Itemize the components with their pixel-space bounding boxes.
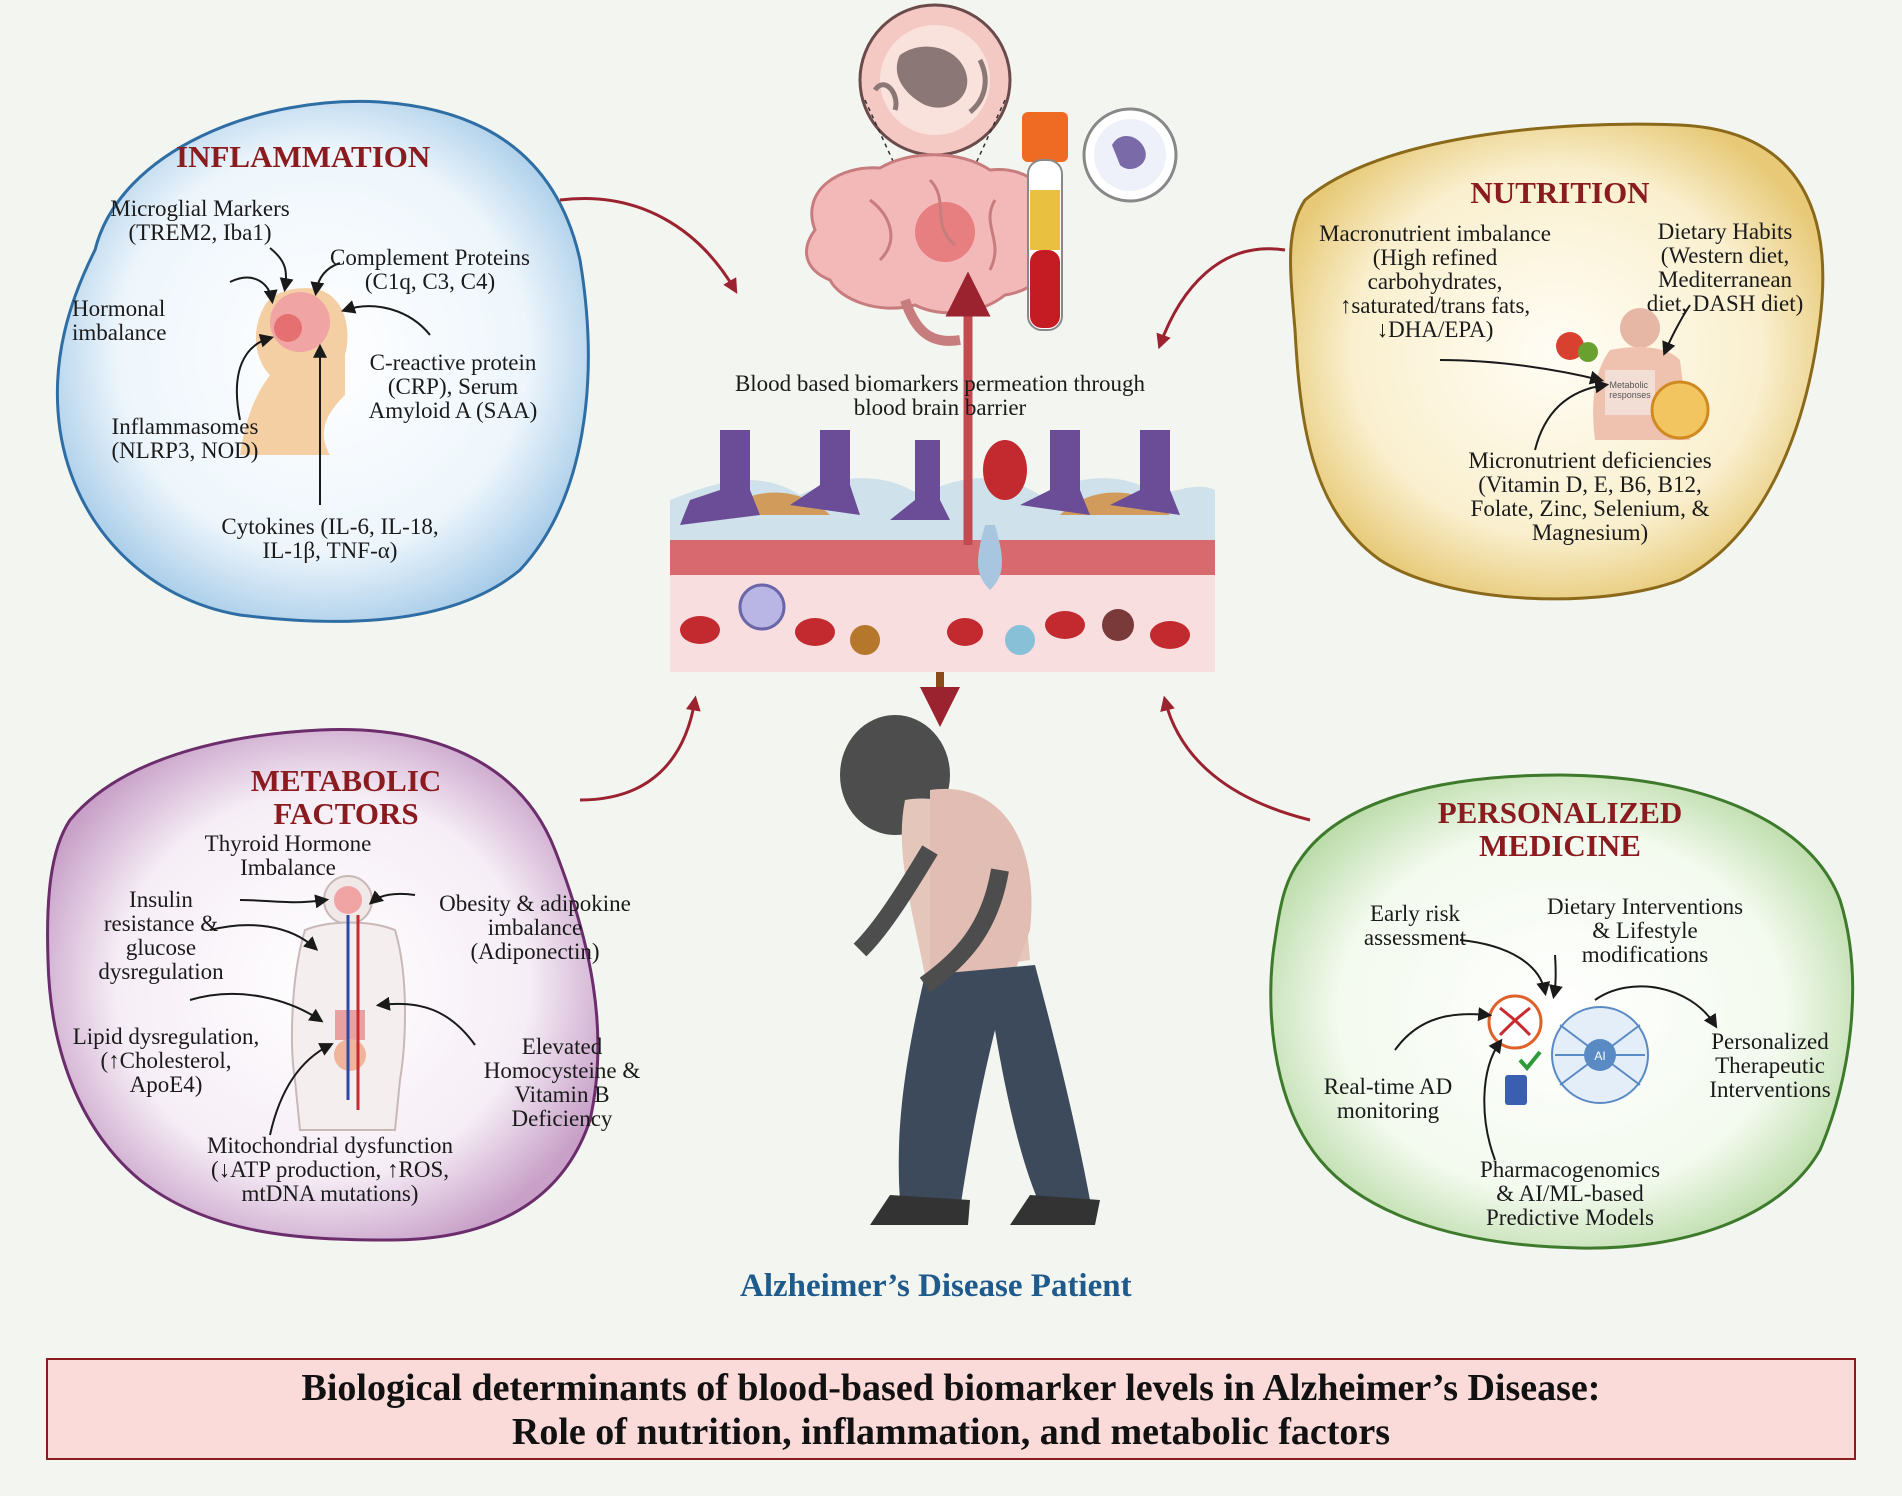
microscope-view — [1082, 107, 1178, 203]
arrow-metabolic-to-center — [579, 695, 701, 802]
label-dietary-habits: Dietary Habits(Western diet,Mediterranea… — [1646, 219, 1804, 316]
arrow-nutrition-to-center — [1156, 247, 1286, 350]
ai-badge: AI — [1594, 1049, 1605, 1063]
inflammation-title: INFLAMMATION — [176, 139, 431, 174]
responses-text: responses — [1609, 390, 1651, 400]
dna-target-icon — [1487, 994, 1543, 1050]
arrow-personalized-to-center — [1160, 695, 1311, 822]
label-bbb-permeation: Blood based biomarkers permeation throug… — [734, 371, 1146, 420]
label-complement-proteins: Complement Proteins(C1q, C3, C4) — [330, 245, 530, 294]
patient-label: Alzheimer’s Disease Patient — [740, 1268, 1132, 1304]
brain-illustration — [805, 153, 1059, 346]
brain-slice-illustration — [858, 3, 1012, 157]
label-mitochondrial: Mitochondrial dysfunction(↓ATP productio… — [207, 1133, 453, 1206]
personalized-panel — [1269, 773, 1855, 1250]
metabolic-body-illustration — [291, 875, 406, 1131]
ai-network-icon — [1551, 1006, 1649, 1104]
nutrition-panel — [1289, 122, 1825, 601]
caption-line-2: Role of nutrition, inflammation, and met… — [511, 1411, 1391, 1453]
label-inflammasomes: Inflammasomes(NLRP3, NOD) — [111, 414, 259, 463]
blood-tube-illustration — [1022, 112, 1068, 331]
arrow-inflammation-to-center — [559, 197, 738, 294]
caption-line-1: Biological determinants of blood-based b… — [301, 1367, 1601, 1409]
medicine-bottle-icon — [1505, 1050, 1542, 1105]
nutrition-body-illustration — [1556, 308, 1710, 440]
caption-box: Biological determinants of blood-based b… — [46, 1358, 1856, 1460]
nutrition-title: NUTRITION — [1470, 175, 1650, 210]
metabolic-text: Metabolic — [1609, 380, 1648, 390]
label-microglial-markers: Microglial Markers(TREM2, Iba1) — [110, 196, 290, 245]
label-micronutrient-deficiencies: Micronutrient deficiencies(Vitamin D, E,… — [1468, 448, 1712, 545]
patient-illustration — [840, 715, 1100, 1225]
nutrition-figure-text: Metabolic responses — [1609, 380, 1651, 400]
blood-brain-barrier-illustration — [670, 430, 1215, 672]
label-lipid: Lipid dysregulation,(↑Cholesterol,ApoE4) — [72, 1024, 260, 1097]
label-cytokines: Cytokines (IL-6, IL-18,IL-1β, TNF-α) — [221, 514, 439, 563]
